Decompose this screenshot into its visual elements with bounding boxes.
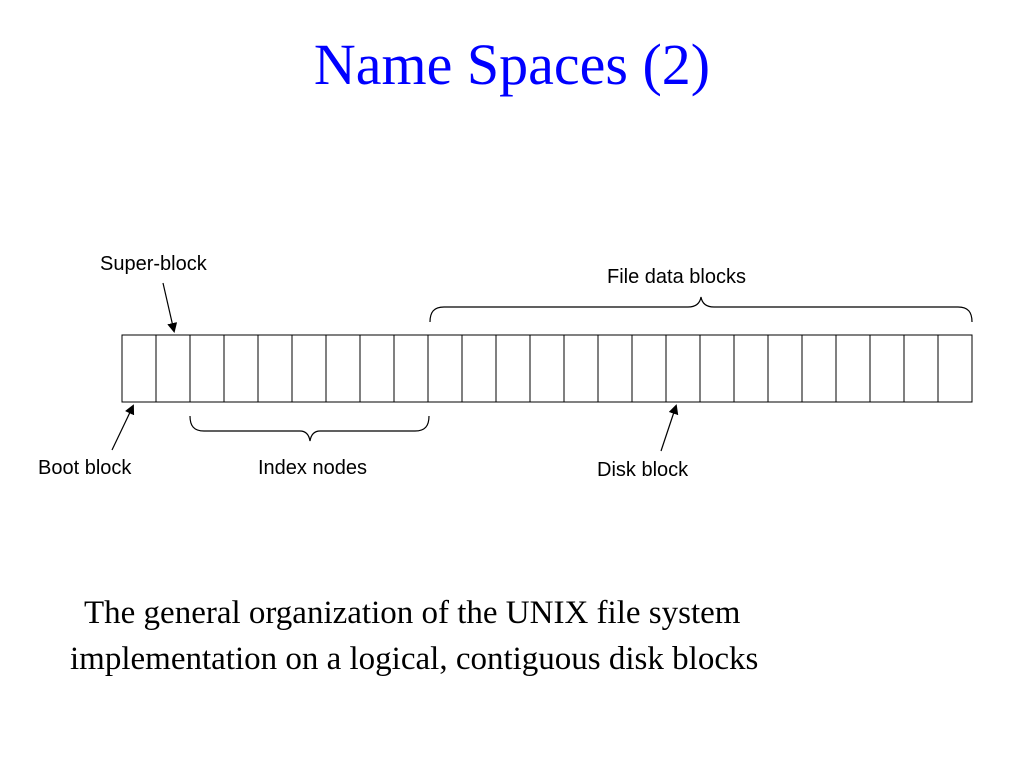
disk-block-cell <box>699 334 735 403</box>
super-block-label: Super-block <box>100 253 208 275</box>
disk-block-cell <box>733 334 769 403</box>
disk-block-cell <box>631 334 667 403</box>
disk-block-cell <box>223 334 259 403</box>
disk-block-cell <box>495 334 531 403</box>
disk-block-cell <box>835 334 871 403</box>
disk-block-cell <box>155 334 191 403</box>
disk-block-arrow <box>660 404 679 452</box>
index-nodes-label: Index nodes <box>258 457 367 479</box>
index-nodes-brace <box>189 415 430 442</box>
disk-block-cell <box>869 334 905 403</box>
boot-block-arrow <box>111 404 135 451</box>
disk-block-cell <box>529 334 565 403</box>
slide-title: Name Spaces (2) <box>313 32 711 97</box>
disk-block-cell <box>767 334 803 403</box>
caption-line-1: The general organization of the UNIX fil… <box>84 595 741 631</box>
super-block-arrow <box>162 282 178 333</box>
disk-block-cell <box>121 334 157 403</box>
file-data-blocks-label: File data blocks <box>607 266 746 288</box>
disk-block-cell <box>665 334 701 403</box>
boot-block-label: Boot block <box>38 457 132 479</box>
file-data-blocks-brace <box>429 296 973 323</box>
disk-block-cell <box>597 334 633 403</box>
slide-caption: The general organization of the UNIX fil… <box>70 590 1010 682</box>
disk-block-cell <box>325 334 361 403</box>
disk-block-cell <box>563 334 599 403</box>
disk-block-cell <box>801 334 837 403</box>
disk-block-cell <box>427 334 463 403</box>
disk-block-cell <box>461 334 497 403</box>
disk-block-cell <box>937 334 973 403</box>
disk-block-cell <box>189 334 225 403</box>
disk-block-label: Disk block <box>597 459 689 481</box>
disk-blocks-strip <box>121 334 973 403</box>
disk-block-cell <box>257 334 293 403</box>
disk-block-cell <box>359 334 395 403</box>
disk-block-cell <box>393 334 429 403</box>
caption-line-2: implementation on a logical, contiguous … <box>70 641 759 677</box>
disk-block-cell <box>903 334 939 403</box>
disk-block-cell <box>291 334 327 403</box>
